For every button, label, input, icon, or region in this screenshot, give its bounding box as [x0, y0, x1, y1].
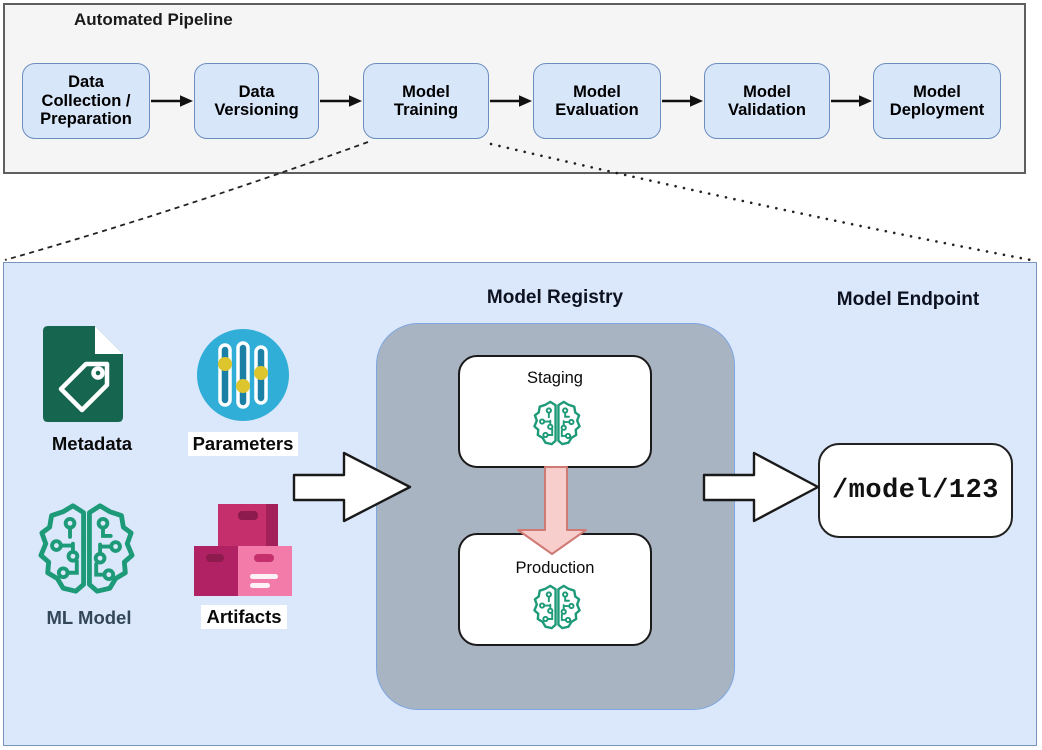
model-endpoint-title: Model Endpoint: [836, 289, 980, 310]
stage-label: Model Evaluation: [555, 82, 639, 119]
stage-model-training: Model Training: [363, 63, 489, 139]
artifacts-label-text: Artifacts: [201, 605, 287, 629]
pipeline-title: Automated Pipeline: [74, 10, 233, 29]
metadata-label: Metadata: [18, 433, 166, 455]
model-endpoint-box: /model/123: [818, 443, 1013, 538]
brain-circuit-icon: [38, 500, 135, 602]
staging-box: Staging: [458, 355, 652, 468]
production-box: Production: [458, 533, 652, 646]
stage-label: Model Validation: [728, 82, 806, 119]
stage-label: Data Versioning: [214, 82, 299, 119]
artifacts-label: Artifacts: [164, 605, 324, 629]
stage-data-collection: Data Collection / Preparation: [22, 63, 150, 139]
brain-circuit-icon: [533, 583, 581, 631]
stage-model-validation: Model Validation: [704, 63, 830, 139]
metadata-label-text: Metadata: [51, 433, 133, 454]
ml-model-label: ML Model: [14, 607, 164, 629]
storage-boxes-icon: [192, 502, 294, 603]
stage-label: Model Deployment: [889, 82, 985, 119]
model-registry-title: Model Registry: [486, 287, 624, 308]
stage-data-versioning: Data Versioning: [194, 63, 319, 139]
ml-model-label-text: ML Model: [46, 607, 132, 628]
document-tag-icon: [40, 325, 124, 428]
stage-label: Model Training: [393, 82, 459, 119]
stage-model-deployment: Model Deployment: [873, 63, 1001, 139]
sliders-icon: [196, 328, 290, 427]
parameters-label: Parameters: [158, 432, 328, 456]
stage-model-evaluation: Model Evaluation: [533, 63, 661, 139]
brain-circuit-icon: [533, 399, 581, 447]
parameters-label-text: Parameters: [187, 432, 299, 456]
production-label: Production: [515, 559, 595, 577]
endpoint-path: /model/123: [831, 475, 1000, 506]
stage-label: Data Collection / Preparation: [40, 73, 132, 129]
staging-label: Staging: [527, 369, 583, 387]
